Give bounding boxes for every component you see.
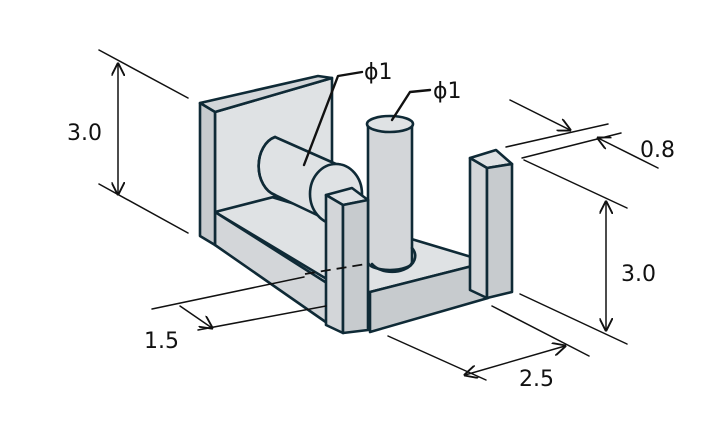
front-post-front [324, 193, 345, 335]
dim-dia-vertical-pin-label: ϕ1 [433, 79, 462, 104]
dim-dia-horizontal-pin-label: ϕ1 [364, 60, 393, 85]
dimension-offset: 1.5 [144, 276, 327, 354]
vertical-pin-top [365, 114, 415, 134]
diameter-callout-horizontal-pin: ϕ1 [302, 60, 393, 167]
right-post-side [485, 162, 514, 300]
back-wall-side [198, 101, 217, 247]
dim-height-right-label: 3.0 [621, 262, 656, 287]
dim-wall-thickness-label: 0.8 [640, 138, 675, 163]
dim-offset-label: 1.5 [144, 329, 179, 354]
diameter-callout-vertical-pin: ϕ1 [390, 79, 462, 122]
dim-height-left-label: 3.0 [67, 121, 102, 146]
dimension-height-right: 3.0 [519, 159, 656, 345]
hidden-edge [304, 263, 367, 275]
dimension-width: 2.5 [387, 305, 590, 392]
vertical-pin [366, 122, 414, 272]
right-post-front [468, 156, 489, 300]
dimension-height-left: 3.0 [67, 49, 189, 234]
dim-width-label: 2.5 [519, 367, 554, 392]
dimension-wall-thickness: 0.8 [505, 99, 675, 169]
part-body [198, 74, 514, 335]
